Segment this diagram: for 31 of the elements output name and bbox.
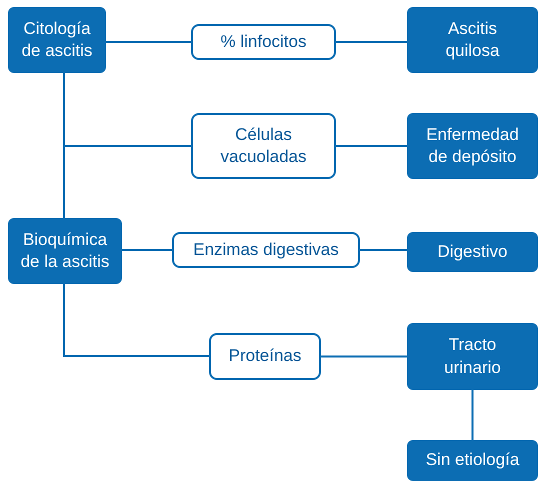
criterion-box <box>191 24 336 60</box>
category-box <box>407 323 538 390</box>
criterion-box <box>172 232 360 268</box>
node-label: Sin etiología <box>424 449 520 472</box>
node-label: % linfocitos <box>220 30 308 53</box>
connector-line <box>63 73 65 218</box>
node-label: Ascitis quilosa <box>444 18 500 62</box>
connector-line <box>106 41 191 43</box>
category-box <box>407 7 538 73</box>
category-box <box>8 218 122 284</box>
node-label: Bioquímica de la ascitis <box>20 228 110 273</box>
node-label: Digestivo <box>436 240 508 263</box>
node-label: Enzimas digestivas <box>192 238 340 261</box>
connector-line <box>63 284 209 357</box>
node-label: Tracto urinario <box>443 334 502 378</box>
category-box <box>407 440 538 481</box>
category-box <box>407 113 538 179</box>
connector-line <box>321 356 407 358</box>
connector-line <box>122 249 172 251</box>
connector-line <box>336 145 407 147</box>
connector-line <box>360 249 407 251</box>
connector-line <box>472 390 474 440</box>
criterion-box <box>209 333 321 380</box>
node-label: Células vacuoladas <box>219 124 308 168</box>
connector-line <box>336 41 407 43</box>
criterion-box <box>191 113 336 179</box>
category-box <box>407 232 538 272</box>
node-label: Citología de ascitis <box>20 18 94 62</box>
category-box <box>8 7 106 73</box>
node-label: Proteínas <box>228 345 302 368</box>
node-label: Enfermedad de depósito <box>425 124 520 168</box>
